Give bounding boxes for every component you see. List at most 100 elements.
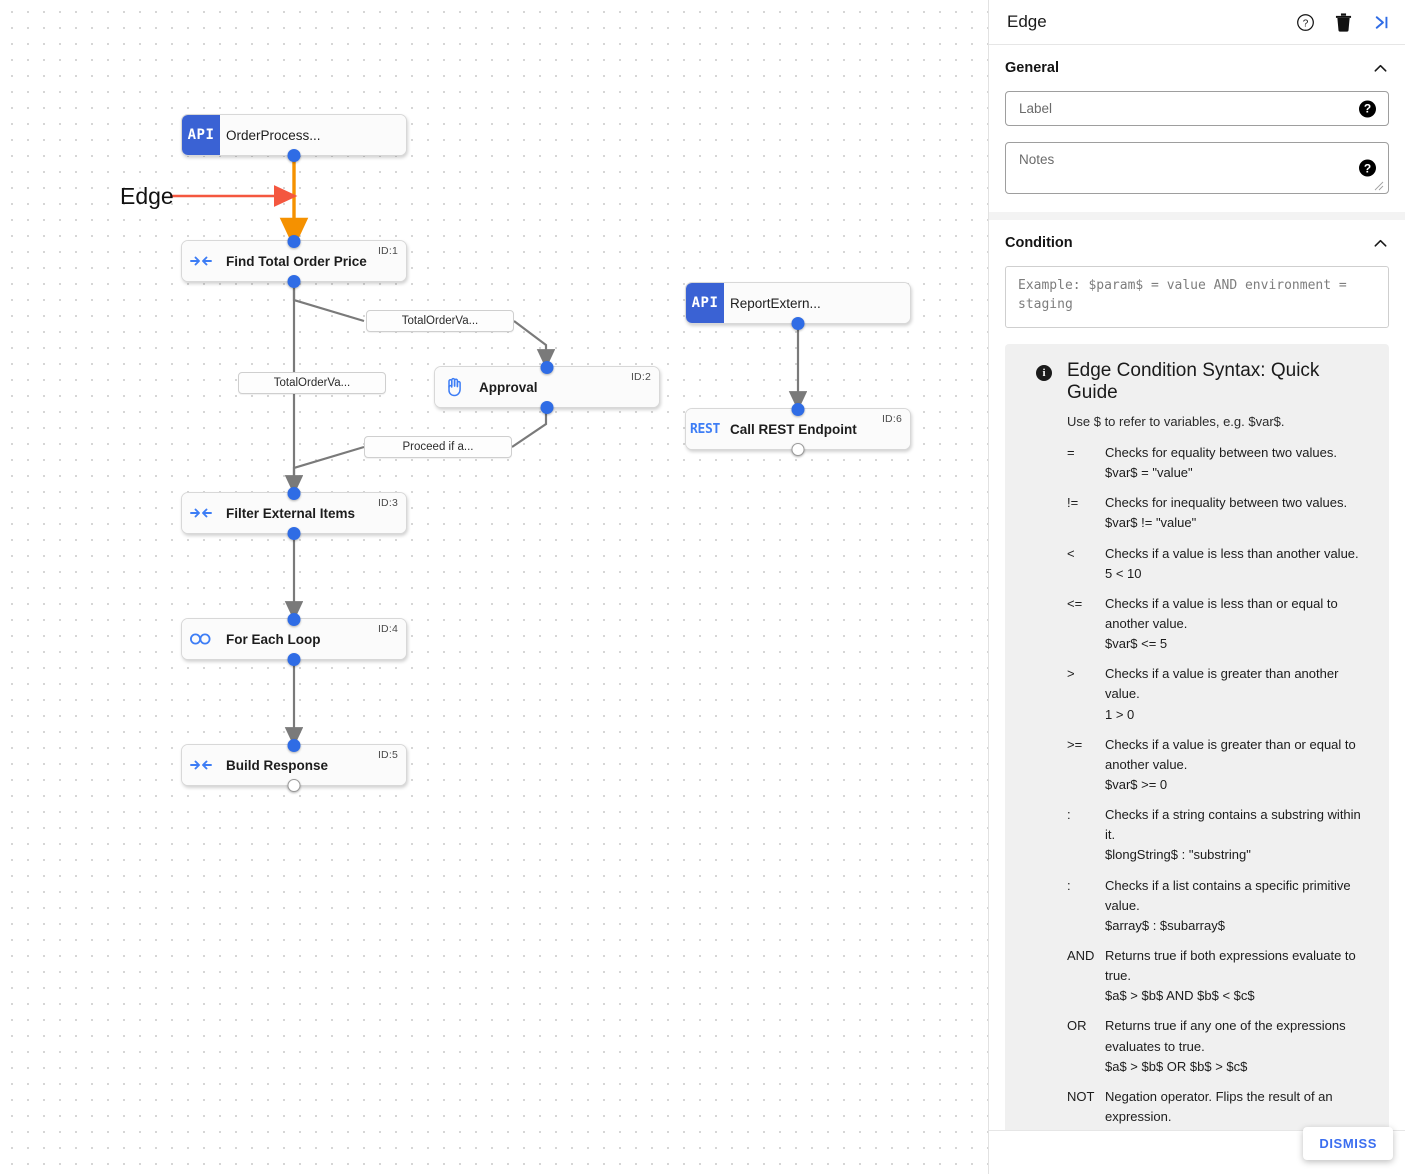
node-port-top[interactable] bbox=[791, 402, 805, 416]
notes-help-icon[interactable]: ? bbox=[1359, 159, 1376, 177]
guide-description: Checks for inequality between two values… bbox=[1105, 493, 1373, 533]
annotation-label: Edge bbox=[120, 183, 174, 209]
node-report-external[interactable]: API ReportExtern... bbox=[685, 282, 911, 330]
guide-example: $longString$ : "substring" bbox=[1105, 847, 1251, 863]
guide-description: Checks for equality between two values.$… bbox=[1105, 443, 1373, 483]
guide-example: $var$ != "value" bbox=[1105, 515, 1197, 531]
node-port-top[interactable] bbox=[287, 612, 301, 626]
node-port-bottom[interactable] bbox=[791, 442, 805, 456]
guide-row: != Checks for inequality between two valu… bbox=[1067, 493, 1373, 533]
guide-description: Checks if a value is greater than anothe… bbox=[1105, 664, 1373, 724]
guide-row: > Checks if a value is greater than anoth… bbox=[1067, 664, 1373, 724]
guide-operator: > bbox=[1067, 666, 1075, 682]
guide-operator: = bbox=[1067, 445, 1075, 460]
chevron-up-icon[interactable] bbox=[1371, 59, 1389, 77]
node-title: Filter External Items bbox=[226, 505, 356, 521]
guide-operator: != bbox=[1067, 495, 1079, 511]
edge-label[interactable]: TotalOrderVa... bbox=[366, 310, 514, 332]
guide-title: Edge Condition Syntax: Quick Guide bbox=[1067, 360, 1320, 403]
condition-input[interactable]: Example: $param$ = value AND environment… bbox=[1005, 266, 1389, 328]
node-port-top[interactable] bbox=[287, 234, 301, 248]
node-port-bottom[interactable] bbox=[287, 274, 301, 288]
node-id-label: ID:2 bbox=[630, 371, 651, 383]
guide-operator: <= bbox=[1067, 595, 1083, 611]
panel-header: Edge ? bbox=[989, 0, 1405, 45]
guide-operator: OR bbox=[1067, 1018, 1087, 1034]
guide-row: AND Returns true if both expressions eval… bbox=[1067, 946, 1373, 1006]
section-condition-header[interactable]: Condition bbox=[1005, 234, 1389, 252]
label-help-icon[interactable]: ? bbox=[1359, 100, 1376, 117]
notes-field[interactable]: Notes ? bbox=[1005, 142, 1389, 194]
merge-arrows-icon bbox=[182, 493, 220, 533]
node-port-bottom[interactable] bbox=[287, 652, 301, 666]
chevron-up-icon[interactable] bbox=[1371, 234, 1389, 252]
collapse-panel-icon[interactable] bbox=[1371, 12, 1391, 32]
node-port-bottom[interactable] bbox=[287, 148, 301, 162]
node-approval[interactable]: Approval ID:2 bbox=[434, 360, 660, 414]
section-title: Condition bbox=[1005, 235, 1073, 251]
node-for-each-loop[interactable]: For Each Loop ID:4 bbox=[181, 612, 407, 666]
node-title: For Each Loop bbox=[226, 631, 321, 647]
guide-rows: = Checks for equality between two values.… bbox=[1067, 443, 1373, 1147]
guide-example: $var$ >= 0 bbox=[1105, 776, 1168, 792]
node-order-process[interactable]: API OrderProcess... bbox=[181, 114, 407, 162]
dismiss-button[interactable]: DISMISS bbox=[1303, 1127, 1393, 1160]
node-find-total-order-price[interactable]: Find Total Order Price ID:1 bbox=[181, 234, 407, 288]
node-title: OrderProcess... bbox=[226, 127, 321, 143]
guide-row: >=Checks if a value is greater than or e… bbox=[1067, 735, 1373, 795]
guide-operator: : bbox=[1067, 807, 1071, 823]
guide-example: $a$ > $b$ OR $b$ > $c$ bbox=[1105, 1058, 1248, 1074]
node-filter-external-items[interactable]: Filter External Items ID:3 bbox=[181, 486, 407, 540]
guide-operator: AND bbox=[1067, 947, 1095, 963]
node-port-top[interactable] bbox=[287, 486, 301, 500]
guide-example: $a$ > $b$ AND $b$ < $c$ bbox=[1105, 988, 1255, 1004]
guide-description: Returns true if both expressions evaluat… bbox=[1105, 946, 1373, 1006]
node-port-bottom[interactable] bbox=[287, 778, 301, 792]
merge-arrows-icon bbox=[182, 241, 220, 281]
node-port-top[interactable] bbox=[287, 738, 301, 752]
svg-text:?: ? bbox=[1302, 18, 1308, 29]
guide-example: $array$ : $subarray$ bbox=[1105, 917, 1225, 933]
node-title: Find Total Order Price bbox=[226, 253, 367, 269]
node-title: ReportExtern... bbox=[730, 295, 821, 311]
condition-syntax-guide: i Edge Condition Syntax: Quick Guide Use… bbox=[1005, 344, 1389, 1174]
guide-row: OR Returns true if any one of the express… bbox=[1067, 1016, 1373, 1076]
hand-icon bbox=[435, 367, 473, 407]
node-id-label: ID:6 bbox=[881, 413, 902, 425]
node-title: Build Response bbox=[226, 757, 329, 773]
node-call-rest-endpoint[interactable]: REST Call REST Endpoint ID:6 bbox=[685, 402, 911, 456]
workflow-canvas[interactable]: Edge API OrderProcess... bbox=[0, 0, 988, 1174]
notes-field-placeholder: Notes bbox=[1019, 152, 1055, 167]
trash-icon[interactable] bbox=[1333, 12, 1353, 32]
help-circle-icon[interactable]: ? bbox=[1295, 12, 1315, 32]
section-general-header[interactable]: General bbox=[1005, 59, 1389, 77]
node-port-bottom[interactable] bbox=[791, 316, 805, 330]
node-port-bottom[interactable] bbox=[287, 526, 301, 540]
guide-row: :Checks if a list contains a specific pr… bbox=[1067, 876, 1373, 936]
node-build-response[interactable]: Build Response ID:5 bbox=[181, 738, 407, 792]
merge-arrows-icon bbox=[182, 745, 220, 785]
guide-row: = Checks for equality between two values.… bbox=[1067, 443, 1373, 483]
guide-example: $var$ <= 5 bbox=[1105, 636, 1168, 652]
rest-icon: REST bbox=[689, 421, 721, 437]
guide-row: <Checks if a value is less than another … bbox=[1067, 544, 1373, 584]
node-id-label: ID:5 bbox=[377, 749, 398, 761]
node-id-label: ID:1 bbox=[377, 245, 398, 257]
api-icon: API bbox=[686, 283, 724, 323]
edge-label[interactable]: TotalOrderVa... bbox=[238, 372, 386, 394]
guide-operator: NOT bbox=[1067, 1088, 1095, 1104]
api-icon: API bbox=[182, 115, 220, 155]
guide-row: :Checks if a string contains a substring… bbox=[1067, 805, 1373, 865]
resize-grip-icon[interactable] bbox=[1374, 181, 1384, 191]
guide-example: 5 < 10 bbox=[1105, 565, 1142, 581]
label-field[interactable]: Label ? bbox=[1005, 91, 1389, 126]
guide-description: Returns true if any one of the expressio… bbox=[1105, 1016, 1373, 1076]
edge-label[interactable]: Proceed if a... bbox=[364, 436, 512, 458]
node-id-label: ID:3 bbox=[377, 497, 398, 509]
node-port-top[interactable] bbox=[540, 360, 554, 374]
node-id-label: ID:4 bbox=[377, 623, 398, 635]
node-port-bottom[interactable] bbox=[540, 400, 554, 414]
guide-operator: < bbox=[1067, 545, 1075, 561]
section-title: General bbox=[1005, 60, 1059, 76]
